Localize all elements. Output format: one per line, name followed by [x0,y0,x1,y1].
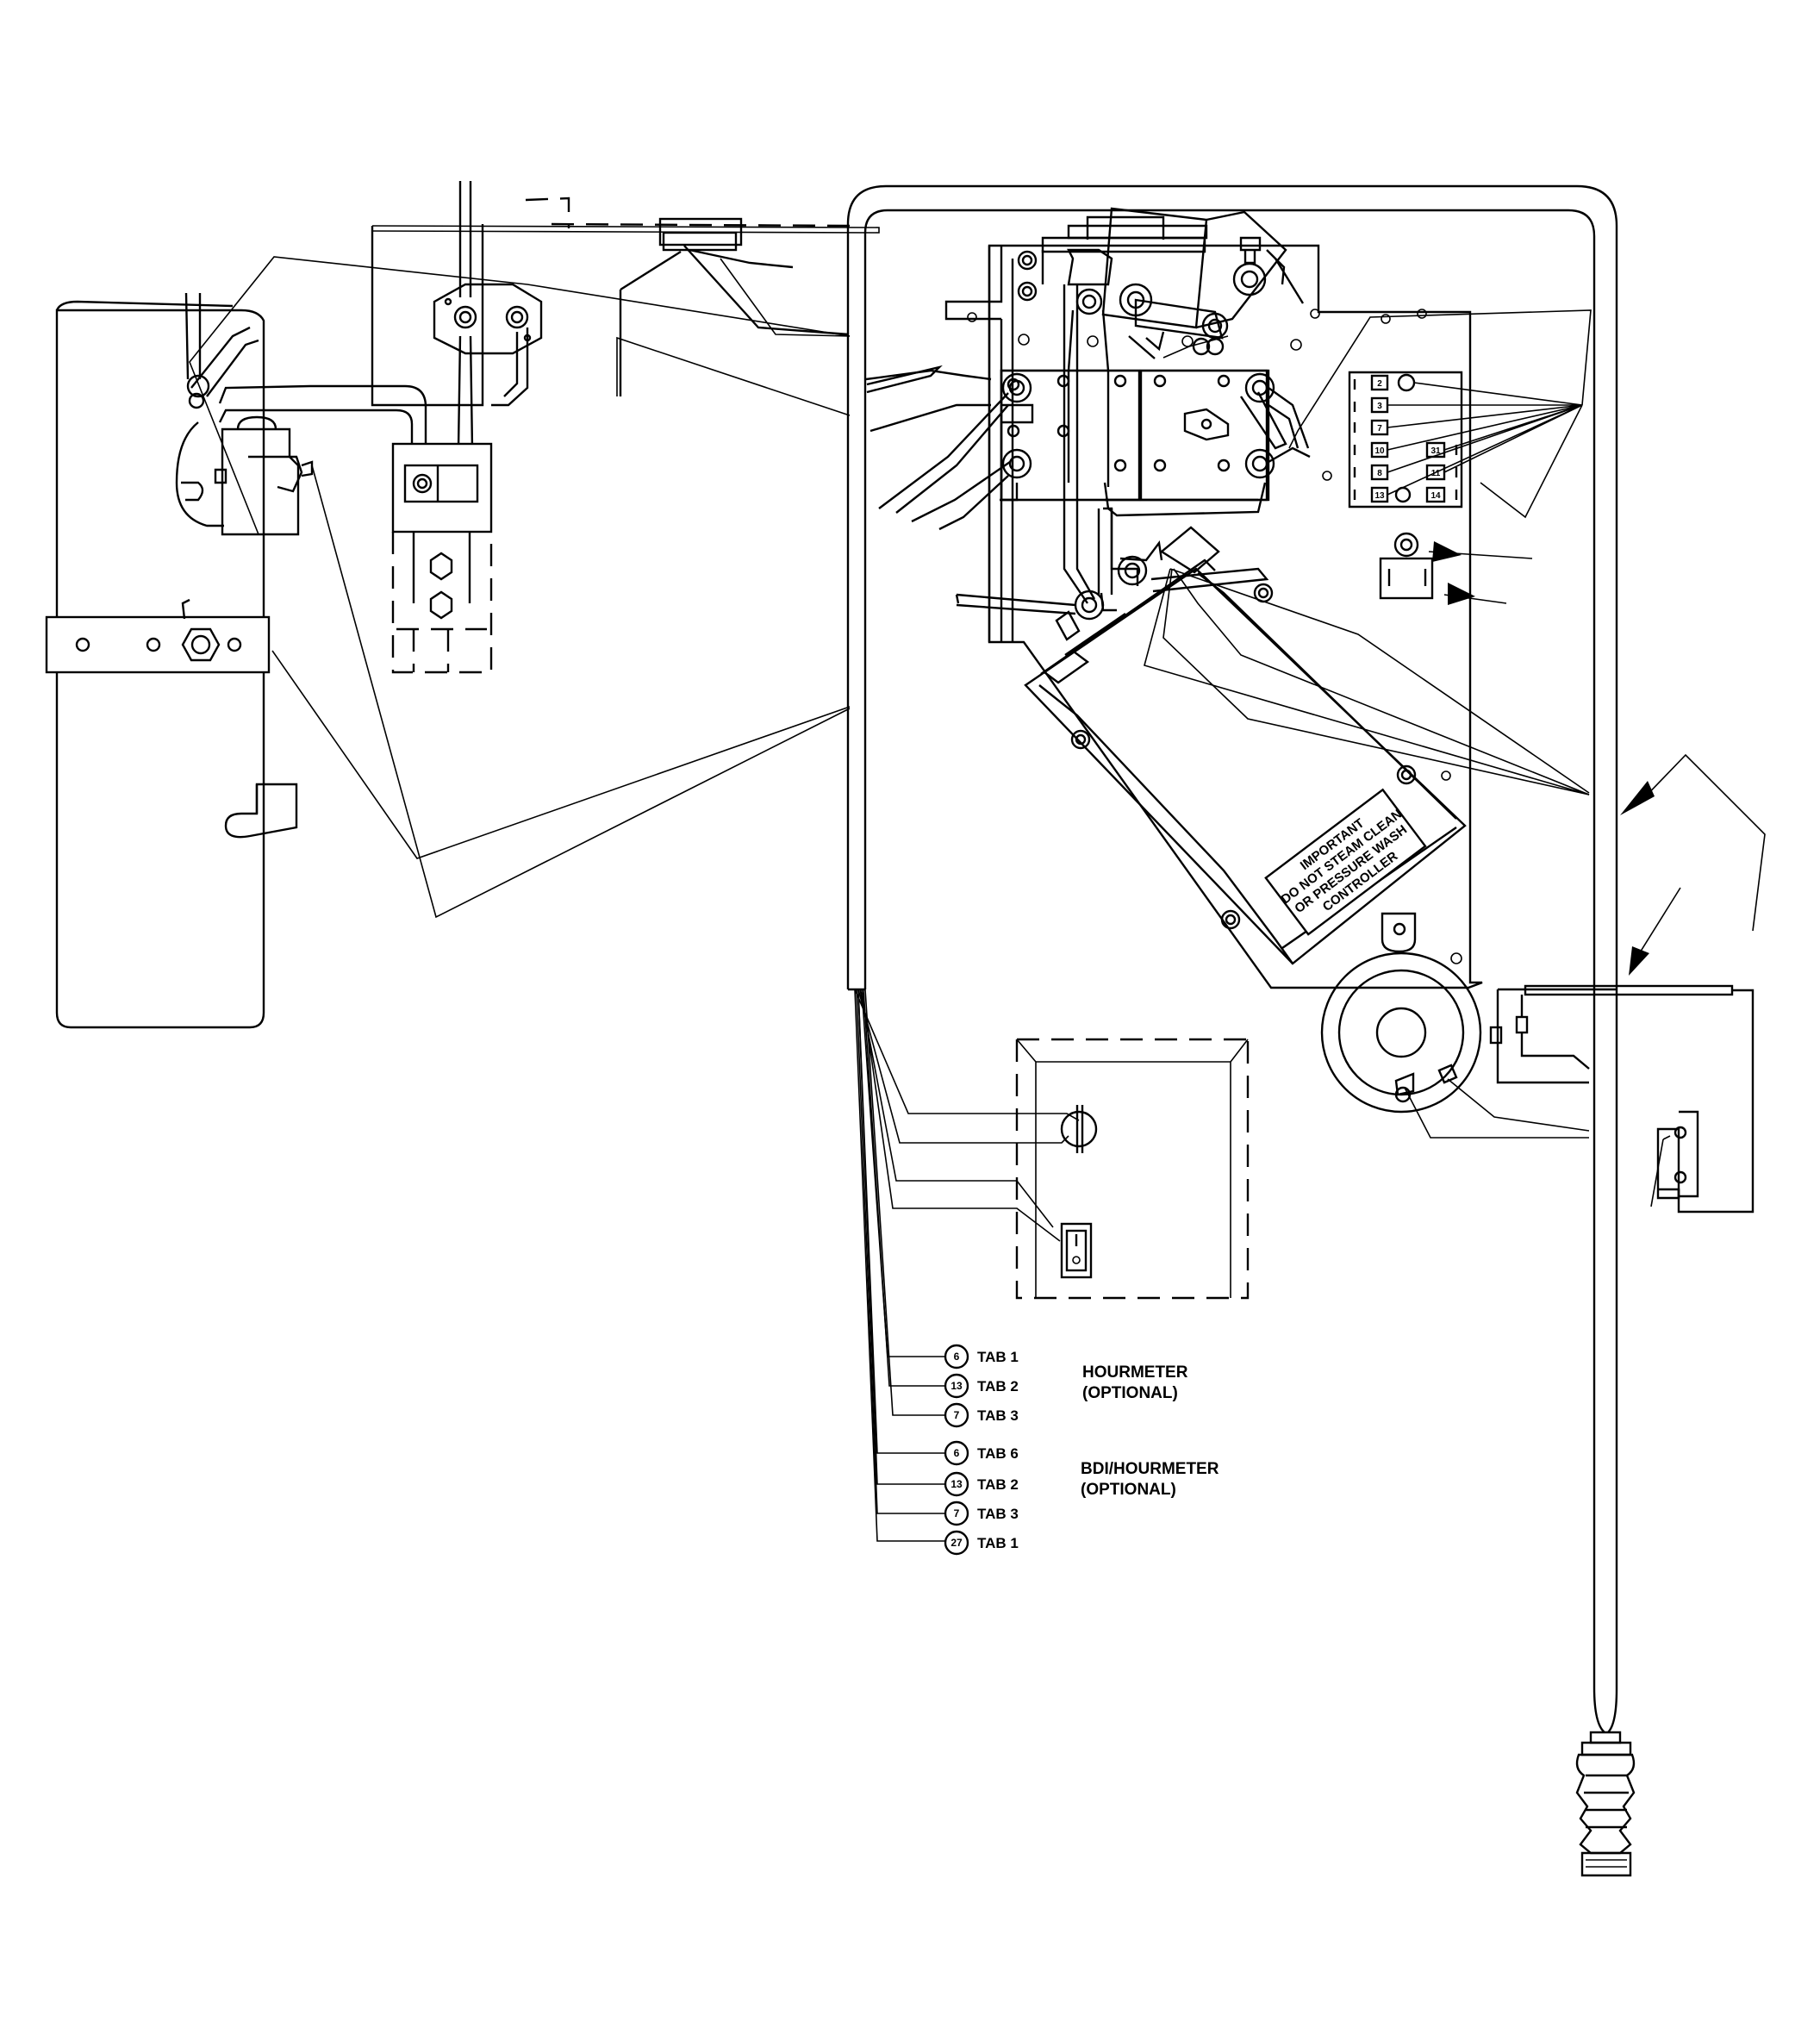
hourmeter-connection-1: 6 TAB 1 [944,1344,1019,1370]
hourmeter-wires [854,989,1080,1542]
wire-number: 27 [951,1537,963,1549]
wire-number: 7 [954,1409,960,1421]
wire-number: 7 [954,1507,960,1519]
svg-text:11: 11 [1431,469,1441,478]
tab-label: TAB 1 [977,1535,1019,1551]
bdi-connection-3: 7 TAB 3 [944,1501,1019,1526]
leader-lines-right [1144,568,1590,796]
tab-label: TAB 6 [977,1445,1019,1462]
hourmeter-subtitle: (OPTIONAL) [1082,1384,1178,1402]
wire-number: 6 [954,1447,960,1459]
terminal-right-column: 31 11 14 [1425,441,1458,503]
wire-number: 6 [954,1351,960,1363]
svg-text:7: 7 [1377,424,1382,434]
svg-text:13: 13 [1374,491,1385,501]
svg-text:8: 8 [1377,469,1382,478]
bdi-hourmeter-title: BDI/HOURMETER [1081,1460,1219,1478]
svg-text:10: 10 [1374,446,1385,456]
bdi-connection-2: 13 TAB 2 [944,1471,1019,1497]
hydraulic-tank [45,300,298,1029]
hourmeter-connection-2: 13 TAB 2 [944,1373,1019,1399]
hourmeter-connections: 6 TAB 1 13 TAB 2 7 TAB 3 HOURMETER (OPTI… [944,1344,1188,1428]
bdi-hourmeter-subtitle: (OPTIONAL) [1081,1481,1176,1499]
pressure-switch [1489,984,1755,1214]
harness-connector [1575,1731,1636,1877]
bdi-connection-4: 27 TAB 1 [944,1530,1019,1556]
controller-cables [955,284,1269,641]
pump-motor-fittings [175,292,427,536]
control-relay [1379,532,1533,605]
main-harness-trunk [846,184,1618,1733]
terminal-strip: 2 3 7 10 8 [1288,309,1592,519]
terminal-13: 13 [1353,486,1412,503]
wire-number: 13 [951,1478,963,1490]
dash-panel [1015,1038,1250,1300]
svg-text:3: 3 [1377,402,1382,411]
contactor-upper [1041,207,1305,487]
callout-arrows [1620,753,1766,976]
terminal-7: 7 [1353,419,1389,436]
hourmeter-connection-3: 7 TAB 3 [944,1402,1019,1428]
svg-text:2: 2 [1377,379,1382,389]
horn [1320,912,1590,1139]
relay-block [371,181,880,674]
terminal-8: 8 [1353,464,1389,481]
controller-panel [944,244,1483,989]
terminal-14: 14 [1425,486,1458,503]
tab-label: TAB 3 [977,1407,1019,1424]
rocker-switch [1060,1222,1093,1279]
svg-text:31: 31 [1430,446,1441,456]
bdi-hourmeter-connections: 6 TAB 6 13 TAB 2 7 TAB 3 27 TAB 1 BDI/HO… [944,1440,1219,1556]
battery-cables [865,365,1311,531]
tab-label: TAB 2 [977,1378,1019,1394]
terminal-10: 10 [1353,441,1389,459]
wire-number: 13 [951,1380,963,1392]
motor-controller [1024,558,1467,965]
svg-text:14: 14 [1430,491,1441,501]
key-switch [1060,1105,1098,1153]
top-switch [619,217,850,396]
leader-lines-left [189,256,851,919]
terminal-11: 11 [1425,464,1458,481]
bdi-connection-1: 6 TAB 6 [944,1440,1019,1466]
hourmeter-title: HOURMETER [1082,1363,1188,1382]
terminal-3: 3 [1353,396,1389,414]
terminal-left-column: 2 3 7 10 8 [1353,373,1416,503]
tab-label: TAB 2 [977,1476,1019,1493]
tab-label: TAB 3 [977,1506,1019,1522]
contactor-bodies [1000,369,1287,517]
tab-label: TAB 1 [977,1349,1019,1365]
terminal-2: 2 [1353,373,1416,392]
